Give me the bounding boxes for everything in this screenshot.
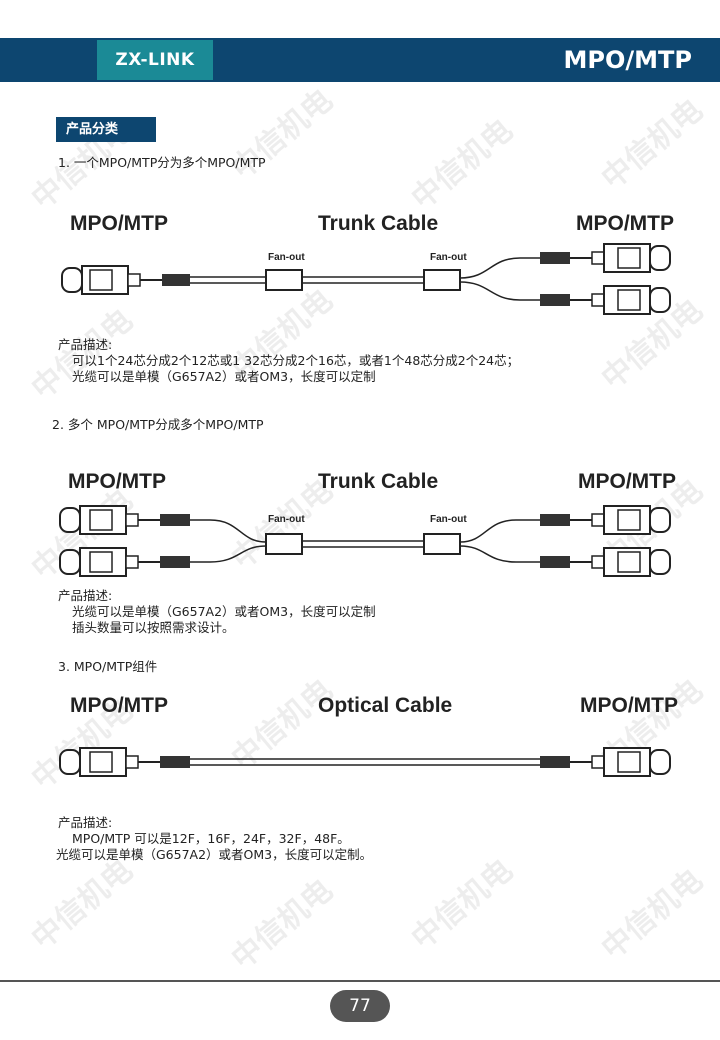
diagram-right-label: MPO/MTP [578,470,676,493]
diagram-left-label: MPO/MTP [70,694,168,717]
watermark: 中信机电 [595,92,710,197]
description-label: 产品描述: [58,815,113,830]
description-line: 插头数量可以按照需求设计。 [72,620,235,635]
watermark: 中信机电 [25,852,140,957]
fanout-label: Fan-out [268,252,305,263]
cable-diagram-multi: MPO/MTP Trunk Cable MPO/MTP Fan-out Fan-… [59,470,676,577]
fanout-label: Fan-out [268,514,305,525]
description-line: MPO/MTP 可以是12F，16F，24F，32F，48F。 [72,831,350,846]
item-heading: 3. MPO/MTP组件 [58,659,158,674]
brand-label: ZX-LINK [97,40,213,80]
watermark: 中信机电 [225,872,340,977]
watermark: 中信机电 [595,862,710,967]
footer-divider [0,980,720,982]
description-line: 可以1个24芯分成2个12芯或1 32芯分成2个16芯，或者1个48芯分成2个2… [72,353,520,368]
cable-diagram-assembly: MPO/MTP Optical Cable MPO/MTP [59,694,678,777]
cable-diagram-split: MPO/MTP Trunk Cable MPO/MTP Fan-out Fan-… [61,212,674,315]
diagram-center-label: Trunk Cable [318,470,438,493]
description-label: 产品描述: [58,337,113,352]
diagram-center-label: Optical Cable [318,694,452,717]
description-label: 产品描述: [58,588,113,603]
item-heading: 2. 多个 MPO/MTP分成多个MPO/MTP [52,417,264,432]
diagram-center-label: Trunk Cable [318,212,438,235]
diagram-left-label: MPO/MTP [70,212,168,235]
diagram-left-label: MPO/MTP [68,470,166,493]
diagram-right-label: MPO/MTP [576,212,674,235]
item-heading: 1. 一个MPO/MTP分为多个MPO/MTP [58,155,266,170]
fanout-label: Fan-out [430,252,467,263]
page-number: 77 [330,990,390,1022]
watermark: 中信机电 [405,852,520,957]
fanout-label: Fan-out [430,514,467,525]
description-line: 光缆可以是单模（G657A2）或者OM3，长度可以定制 [72,604,376,619]
description-line: 光缆可以是单模（G657A2）或者OM3，长度可以定制 [72,369,376,384]
description-line: 光缆可以是单模（G657A2）或者OM3，长度可以定制。 [56,847,373,862]
section-label: 产品分类 [56,117,156,142]
diagram-right-label: MPO/MTP [580,694,678,717]
page-title: MPO/MTP [563,46,692,74]
